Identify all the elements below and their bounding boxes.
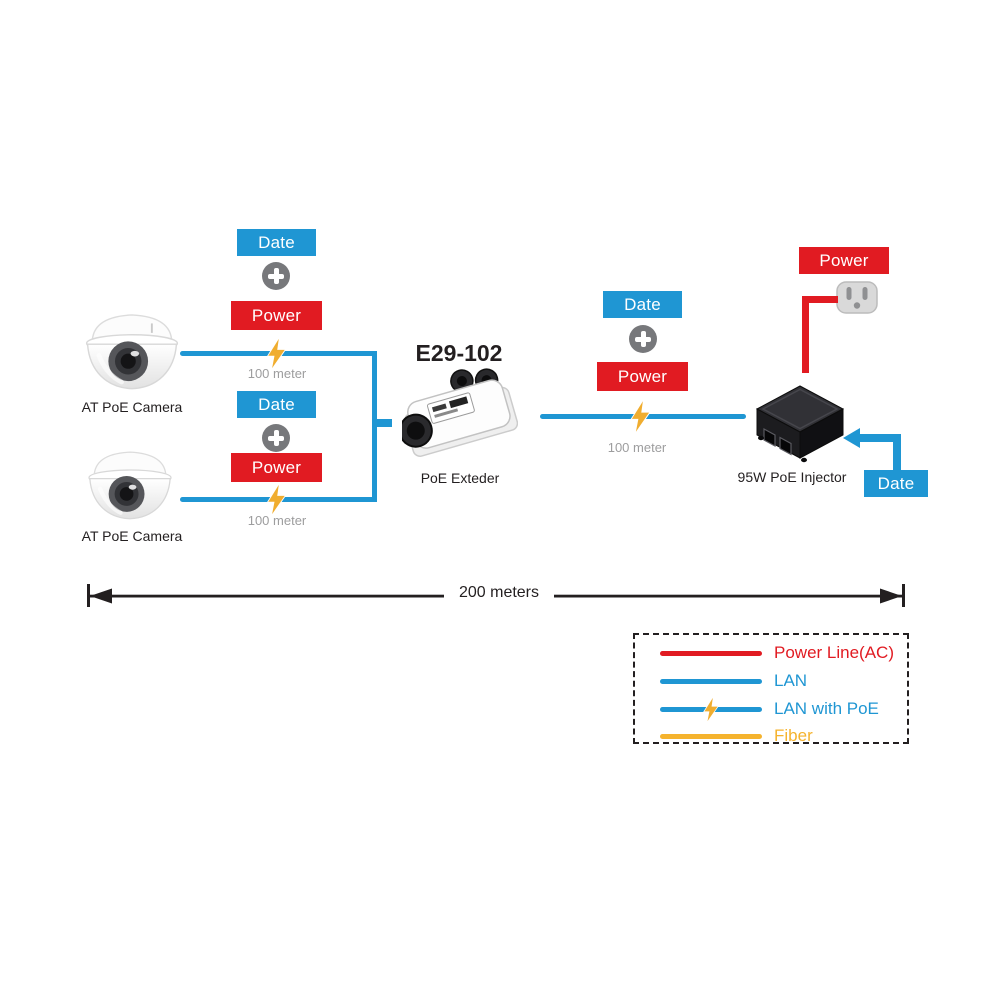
dome-camera-1	[85, 314, 179, 390]
poe-injector-device	[755, 385, 845, 463]
injector-label: 95W PoE Injector	[737, 469, 847, 485]
legend-label: Fiber	[774, 726, 813, 745]
injector-date-tag: Date	[864, 470, 928, 497]
fiber-line-sample	[660, 733, 762, 739]
extender-model-label: E29-102	[415, 340, 503, 366]
extender-label: PoE Exteder	[420, 470, 500, 486]
ac-power-line-horizontal	[802, 296, 838, 303]
power-outlet-icon	[836, 281, 878, 314]
legend-row-lan: LAN	[635, 668, 907, 694]
legend-label: Power Line(AC)	[774, 643, 894, 662]
lightning-bolt-icon	[630, 400, 651, 433]
legend-label: LAN	[774, 671, 808, 690]
lan-poe-line-sample	[660, 696, 762, 722]
legend-row-fiber: Fiber	[635, 723, 907, 749]
injector-power-tag: Power	[799, 247, 889, 274]
legend-label: LAN with PoE	[774, 699, 879, 718]
plus-icon	[262, 424, 290, 452]
lightning-bolt-icon	[703, 696, 719, 722]
legend-row-lan-poe: LAN with PoE	[635, 696, 907, 722]
injector-lan-line-horizontal	[858, 434, 901, 442]
lightning-bolt-icon	[266, 484, 287, 515]
camera-2-label: AT PoE Camera	[81, 528, 183, 544]
link2-distance-label: 100 meter	[247, 513, 307, 528]
ac-power-line-vertical	[802, 296, 809, 373]
injector-lan-line-vertical	[893, 438, 901, 470]
lan-arrowhead-icon	[843, 428, 860, 448]
plus-icon	[262, 262, 290, 290]
plus-icon	[629, 325, 657, 353]
link2-power-tag: Power	[231, 453, 322, 482]
extender-stub-line	[377, 419, 392, 427]
mid-distance-label: 100 meter	[607, 440, 667, 455]
camera-bus-vertical-line	[372, 351, 377, 502]
link1-date-tag: Date	[237, 229, 316, 256]
lan-line-sample	[660, 678, 762, 684]
link1-power-tag: Power	[231, 301, 322, 330]
mid-power-tag: Power	[597, 362, 688, 391]
power-line-sample	[660, 650, 762, 656]
camera-1-label: AT PoE Camera	[81, 399, 183, 415]
dimension-label: 200 meters	[444, 584, 554, 602]
legend-box: Power Line(AC) LAN LAN with PoE Fiber	[633, 633, 909, 745]
mid-date-tag: Date	[603, 291, 682, 318]
link2-date-tag: Date	[237, 391, 316, 418]
lightning-bolt-icon	[266, 338, 287, 369]
dome-camera-2	[88, 451, 172, 520]
link1-distance-label: 100 meter	[247, 366, 307, 381]
poe-extender-device	[402, 368, 518, 457]
legend-row-power: Power Line(AC)	[635, 640, 907, 666]
